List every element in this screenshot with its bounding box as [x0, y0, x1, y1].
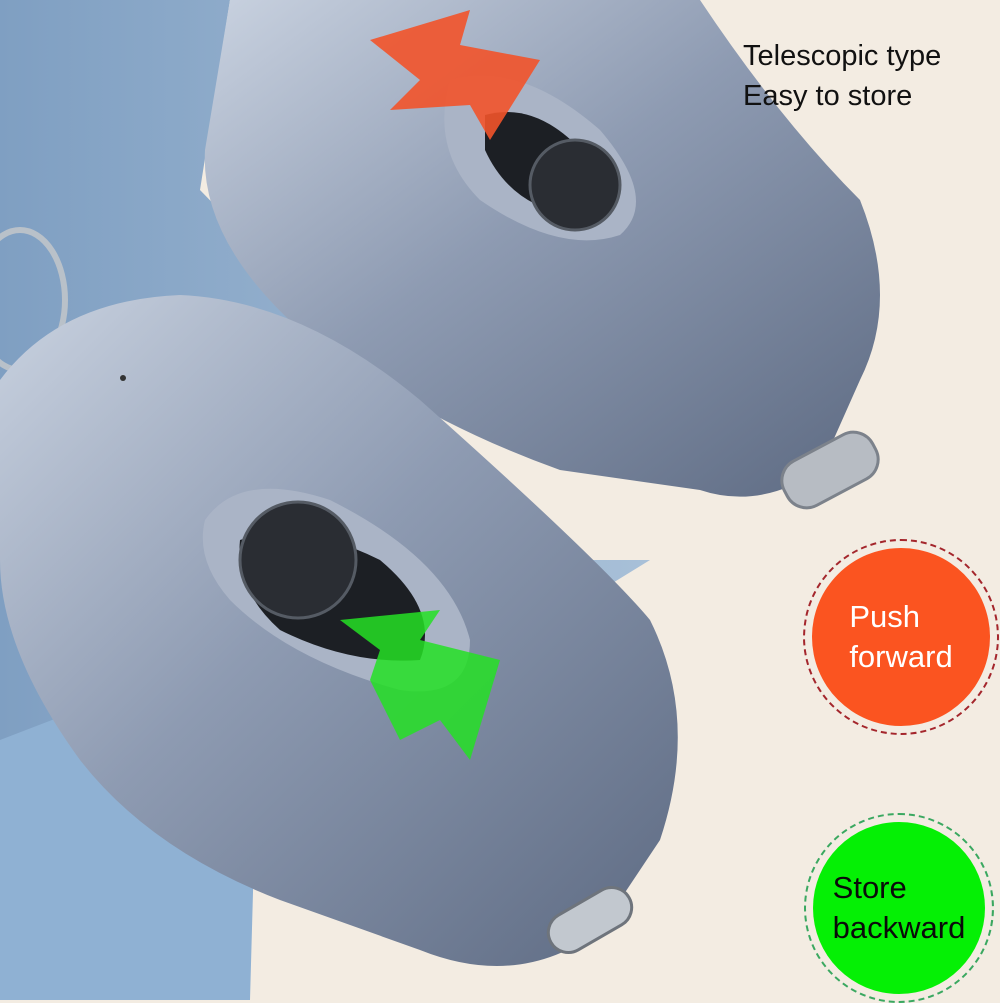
green-arrow-icon — [340, 610, 500, 760]
caption-line-2: Easy to store — [743, 80, 913, 112]
badge-fill — [813, 822, 985, 994]
badge-line-2: backward — [832, 910, 966, 945]
caption-line-1: Telescopic type — [743, 40, 942, 72]
top-slider-button — [528, 138, 622, 232]
orange-arrow-icon — [370, 10, 540, 140]
bottom-slider-button — [238, 500, 358, 620]
push-forward-badge: Push forward — [803, 539, 999, 735]
badge-fill — [812, 548, 990, 726]
badge-ring — [803, 539, 999, 735]
usb-c-port — [546, 886, 634, 954]
badge-line-1: Push — [849, 599, 920, 634]
badge-line-2: forward — [849, 639, 953, 674]
store-backward-badge: Store backward — [804, 813, 994, 1003]
bottom-power-bank — [0, 295, 678, 966]
feature-caption: Telescopic type Easy to store — [743, 36, 941, 116]
usb-c-plug — [780, 430, 880, 510]
badge-line-1: Store — [832, 870, 907, 905]
